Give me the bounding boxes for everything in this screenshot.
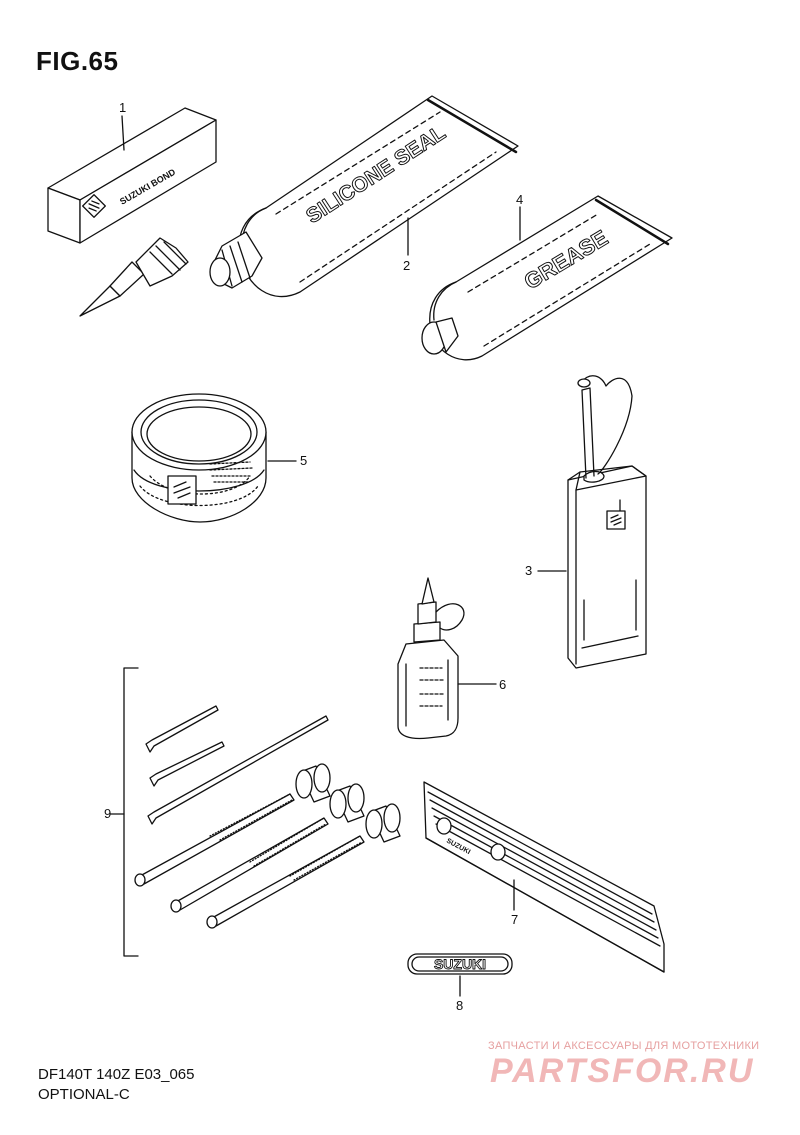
leader-1 [121, 115, 125, 151]
part-2-silicone-tube: SILICONE SEAL [209, 95, 519, 298]
callout-4: 4 [516, 192, 524, 207]
callout-7: 7 [511, 912, 519, 927]
watermark-tagline: ЗАПЧАСТИ И АКСЕССУАРЫ ДЛЯ МОТОТЕХНИКИ [488, 1040, 760, 1052]
watermark-logo: PARTSFOR.RU [490, 1052, 755, 1090]
part-5-can [131, 393, 267, 523]
bracket-9 [123, 667, 139, 957]
part-9-screws [134, 793, 365, 929]
figure-title: FIG.65 [36, 46, 119, 76]
part-4-grease-tube: GREASE [421, 195, 673, 361]
callout-3: 3 [525, 563, 533, 578]
section-name: OPTIONAL-C [38, 1086, 130, 1103]
callout-2: 2 [403, 258, 411, 273]
part-9-cable-ties [145, 705, 329, 825]
suzuki-logo-icon [82, 194, 106, 218]
emblem-label: SUZUKI [434, 956, 486, 972]
callout-5: 5 [300, 453, 308, 468]
suzuki-logo-icon [167, 475, 197, 505]
callout-1: 1 [119, 100, 127, 115]
part-7-rail: SUZUKI [423, 781, 665, 973]
part-1-bond-box: SUZUKI BOND [47, 107, 217, 244]
callout-8: 8 [456, 998, 464, 1013]
suzuki-logo-icon [606, 510, 626, 530]
callout-6: 6 [499, 677, 507, 692]
part-3-oil-can [567, 375, 647, 669]
part-8-emblem: SUZUKI [407, 953, 513, 975]
part-6-bottle [397, 577, 465, 740]
model-code: DF140T 140Z E03_065 [38, 1066, 195, 1083]
part-9-spacers [295, 763, 401, 843]
callout-9: 9 [104, 806, 112, 821]
part-1-nozzle [79, 237, 189, 317]
